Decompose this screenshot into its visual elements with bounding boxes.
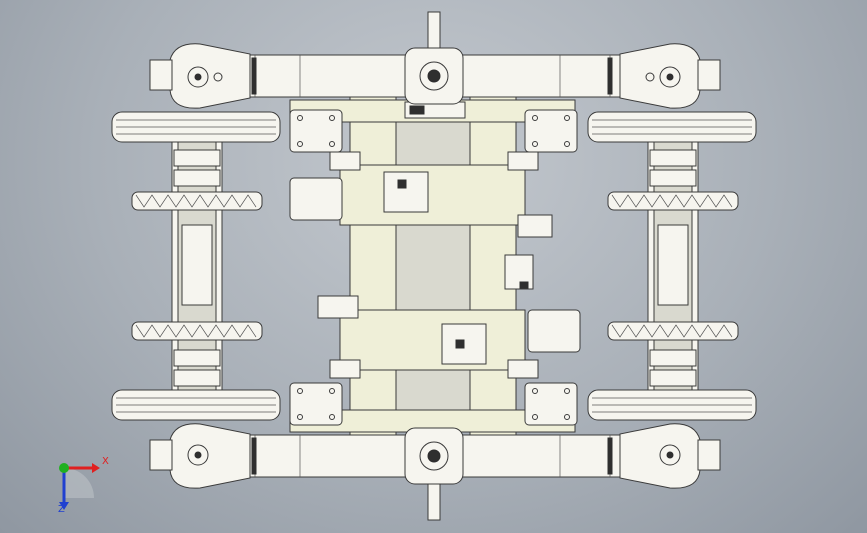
y-axis-dot xyxy=(59,463,69,473)
bottom-side-beam xyxy=(149,423,721,521)
right-wheelset xyxy=(587,111,757,421)
x-axis-label: X xyxy=(102,456,109,467)
z-axis-label: Z xyxy=(58,504,65,515)
coordinate-triad[interactable]: X Z xyxy=(40,448,120,518)
brackets xyxy=(289,109,581,426)
top-side-beam xyxy=(149,11,721,109)
left-wheelset xyxy=(111,111,281,421)
triad-svg xyxy=(59,463,100,510)
